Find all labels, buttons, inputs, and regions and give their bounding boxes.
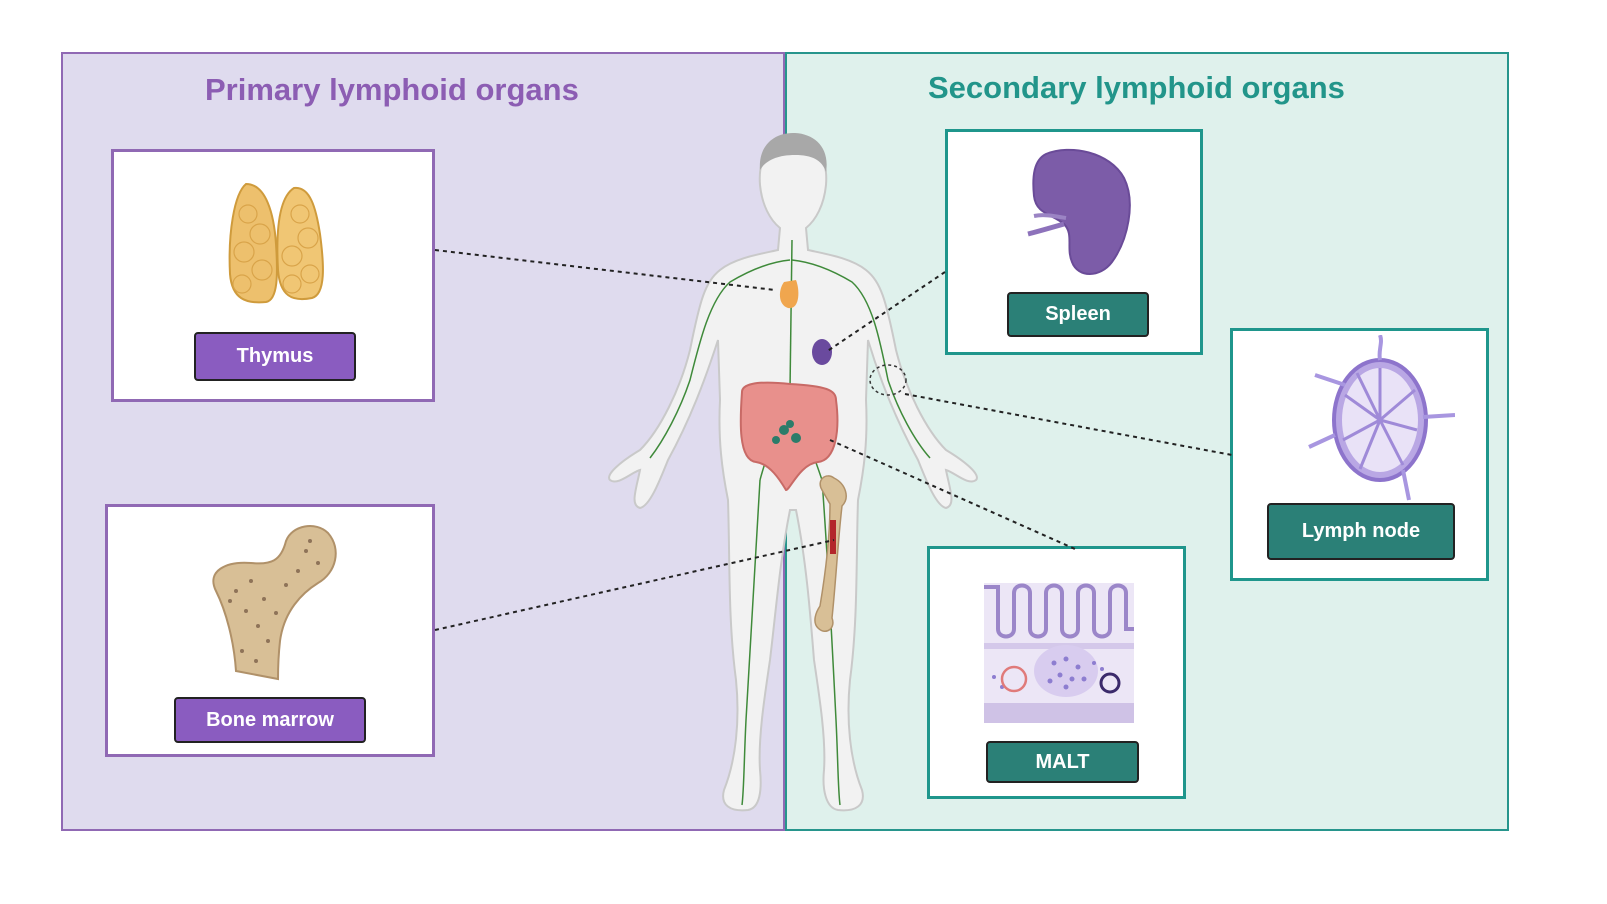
- spleen-card: Spleen: [945, 129, 1203, 355]
- thymus-icon: [228, 182, 324, 304]
- lymph-node-connector: [904, 393, 1233, 456]
- malt-label: MALT: [986, 741, 1139, 783]
- secondary-panel-title: Secondary lymphoid organs: [928, 70, 1345, 105]
- primary-panel-title: Primary lymphoid organs: [205, 72, 579, 107]
- lymph-node-label: Lymph node: [1267, 503, 1455, 560]
- thymus-card: Thymus: [111, 149, 435, 402]
- spleen-icon: [1027, 148, 1131, 275]
- bone-marrow-card: Bone marrow: [105, 504, 435, 757]
- lymph-node-card: Lymph node: [1230, 328, 1489, 581]
- femur-bone-icon: [212, 525, 337, 681]
- lymph-node-icon: [1308, 335, 1455, 501]
- malt-card: MALT: [927, 546, 1186, 799]
- thymus-label: Thymus: [194, 332, 356, 381]
- malt-tissue-icon: [984, 583, 1134, 723]
- connector-lines: [434, 249, 1233, 631]
- bone-marrow-label: Bone marrow: [174, 697, 366, 743]
- spleen-label: Spleen: [1007, 292, 1149, 337]
- human-body-lymphatic-system-icon: [608, 132, 978, 812]
- thymus-connector: [434, 249, 776, 291]
